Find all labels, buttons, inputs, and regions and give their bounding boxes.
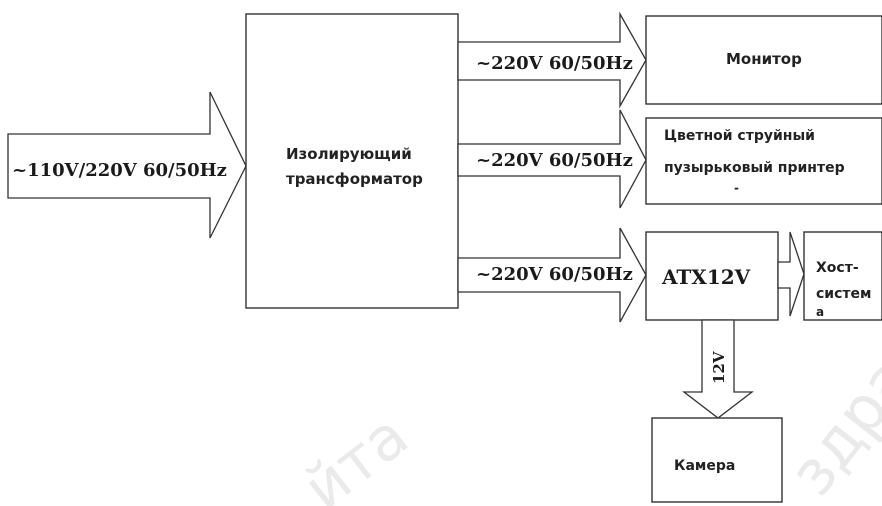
output-arrow-atx xyxy=(457,227,647,323)
printer-label-line1: Цветной струйный xyxy=(664,128,815,144)
output-arrow-monitor xyxy=(457,11,647,109)
input-arrow xyxy=(7,91,247,239)
atx12v-label: ATX12V xyxy=(661,265,751,289)
camera-box xyxy=(651,417,783,503)
host-label-line3: а xyxy=(816,305,824,319)
output-voltage-label-1: ~220V 60/50Hz xyxy=(476,53,633,74)
output-arrow-printer xyxy=(457,109,647,209)
watermark-left: йта xyxy=(291,401,421,506)
printer-label-line2: пузырьковый принтер xyxy=(664,160,845,176)
camera-arrow xyxy=(682,319,754,419)
monitor-label: Монитор xyxy=(726,50,802,68)
input-voltage-label: ~110V/220V 60/50Hz xyxy=(12,160,227,181)
output-voltage-label-2: ~220V 60/50Hz xyxy=(476,150,633,171)
transformer-label-line1: Изолирующий xyxy=(286,145,412,163)
printer-label-line3: - xyxy=(734,181,739,195)
host-label-line1: Хост- xyxy=(816,260,859,276)
monitor-box xyxy=(645,15,882,105)
camera-voltage-label: 12V xyxy=(710,351,728,384)
output-voltage-label-3: ~220V 60/50Hz xyxy=(476,264,633,285)
transformer-label-line2: трансформатор xyxy=(286,170,423,188)
transformer-box xyxy=(245,13,459,309)
host-arrow xyxy=(777,231,805,317)
atx12v-box xyxy=(645,231,779,321)
camera-label: Камера xyxy=(674,458,735,474)
printer-box xyxy=(645,117,882,205)
host-system-box xyxy=(803,231,882,321)
host-label-line2: систем xyxy=(816,286,871,302)
